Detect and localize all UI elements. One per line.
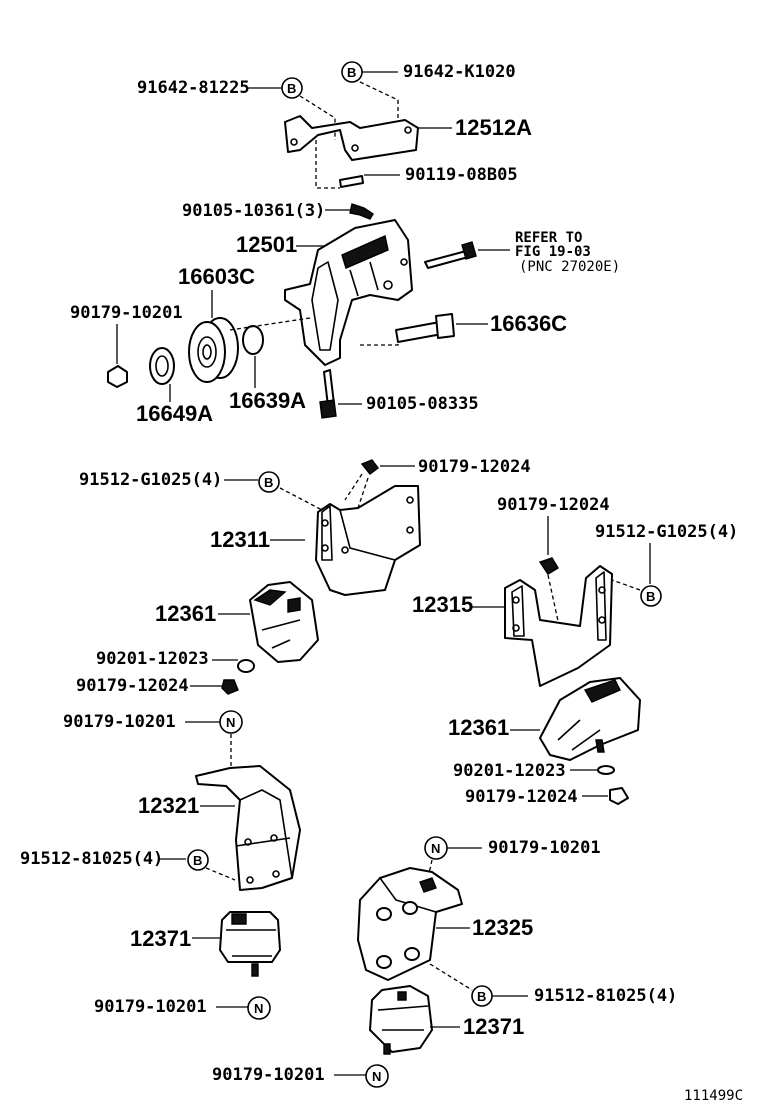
- spacer-16639A: [242, 325, 264, 355]
- nut-90179-10201-a: [107, 365, 128, 388]
- bracket-12311-group: 91512-G1025(4) B 90179-12024 12311: [79, 457, 531, 596]
- bracket-12512A-group: 91642-81225 B B 91642-K1020 12512A 90119…: [137, 61, 532, 189]
- bolt-b-symbol: [187, 849, 209, 871]
- bolt-b-symbol: [258, 471, 280, 493]
- insulator-12371-a: [219, 911, 281, 963]
- svg-text:B: B: [264, 475, 273, 490]
- label-12311: 12311: [210, 527, 270, 552]
- bolt-90119: [339, 175, 364, 188]
- bracket-12501: [284, 219, 413, 366]
- label-90179-10201-e: 90179-10201: [212, 1065, 325, 1085]
- svg-text:B: B: [477, 989, 486, 1004]
- refer-line-2: FIG 19-03: [515, 244, 591, 260]
- nut-90179-12024-c: [221, 679, 239, 695]
- label-90119-08B05: 90119-08B05: [405, 165, 518, 185]
- label-12361-a: 12361: [155, 601, 216, 626]
- insulator-12361-a: [249, 581, 319, 663]
- label-90179-12024-c: 90179-12024: [76, 676, 189, 696]
- label-90179-10201-b: 90179-10201: [63, 712, 176, 732]
- bracket-12512A: [284, 115, 419, 161]
- label-12501: 12501: [236, 232, 297, 257]
- bolt-90105-10361: [349, 203, 374, 220]
- label-91642-K1020: 91642-K1020: [403, 62, 516, 82]
- svg-text:N: N: [431, 841, 440, 856]
- label-12315: 12315: [412, 592, 473, 617]
- label-90179-10201-d: 90179-10201: [488, 838, 601, 858]
- nut-90179-12024-a: [360, 459, 379, 475]
- svg-text:B: B: [347, 65, 356, 80]
- refer-line-1: REFER TO: [515, 230, 582, 246]
- label-91512-81025-b: 91512-81025(4): [534, 986, 677, 1006]
- bolt-16636C: [395, 321, 443, 343]
- label-90105-10361: 90105-10361(3): [182, 201, 325, 221]
- label-90179-10201-c: 90179-10201: [94, 997, 207, 1017]
- svg-text:N: N: [372, 1069, 381, 1084]
- nut-n-symbol: [247, 996, 271, 1020]
- insulator-12371-a-group: 12371 90179-10201 N: [94, 911, 281, 1020]
- label-91512-81025-a: 91512-81025(4): [20, 849, 163, 869]
- bracket-12325-group: N 90179-10201 12325 B 91512-81025(4): [357, 836, 677, 1007]
- washer-90201-12023-a: [237, 659, 255, 673]
- label-16636C: 16636C: [490, 311, 567, 336]
- label-90201-12023-b: 90201-12023: [453, 761, 566, 781]
- bracket-12325: [357, 867, 463, 981]
- label-16649A: 16649A: [136, 401, 213, 426]
- bolt-b-symbol: [640, 585, 662, 607]
- label-12325: 12325: [472, 915, 533, 940]
- svg-text:N: N: [226, 715, 235, 730]
- svg-text:B: B: [287, 81, 296, 96]
- label-90105-08335: 90105-08335: [366, 394, 479, 414]
- label-91512-G1025-a: 91512-G1025(4): [79, 470, 222, 490]
- nut-n-symbol: [219, 710, 243, 734]
- insulator-12371-b: [369, 985, 433, 1053]
- label-12371-b: 12371: [463, 1014, 524, 1039]
- label-12512A: 12512A: [455, 115, 532, 140]
- bracket-12315-group: 90179-12024 91512-G1025(4) B 12315: [412, 495, 738, 687]
- bolt-b-symbol: [281, 77, 303, 99]
- figure-code: 111499C: [684, 1088, 743, 1104]
- refer-line-3: (PNC 27020E): [519, 259, 620, 275]
- label-12361-b: 12361: [448, 715, 509, 740]
- pulley-group: 16603C 16639A 16649A 90179-10201: [70, 264, 311, 426]
- label-91642-81225: 91642-81225: [137, 78, 250, 98]
- insulator-12361-a-group: 12361 90201-12023 90179-12024: [76, 581, 319, 696]
- bracket-12321-group: 90179-10201 N 12321 91512-81025(4) B: [20, 710, 301, 891]
- cover-16649A: [149, 347, 175, 385]
- svg-text:B: B: [646, 589, 655, 604]
- label-16603C: 16603C: [178, 264, 255, 289]
- insulator-12361-b: [539, 677, 641, 761]
- bracket-12315: [504, 565, 613, 687]
- insulator-12371-b-group: 12371 90179-10201 N: [212, 985, 524, 1088]
- label-90179-12024-a: 90179-12024: [418, 457, 531, 477]
- nut-90179-12024-b: [538, 557, 559, 575]
- label-12321: 12321: [138, 793, 199, 818]
- label-90179-12024-d: 90179-12024: [465, 787, 578, 807]
- label-12371-a: 12371: [130, 926, 191, 951]
- nut-n-symbol: [365, 1064, 389, 1088]
- label-91512-G1025-b: 91512-G1025(4): [595, 522, 738, 542]
- nut-90179-12024-d: [609, 787, 629, 805]
- label-16639A: 16639A: [229, 388, 306, 413]
- label-90201-12023-a: 90201-12023: [96, 649, 209, 669]
- label-90179-10201-a: 90179-10201: [70, 303, 183, 323]
- insulator-12361-b-group: 12361 90201-12023 90179-12024: [448, 677, 641, 807]
- label-90179-12024-b: 90179-12024: [497, 495, 610, 515]
- washer-90201-12023-b: [597, 765, 615, 775]
- svg-text:N: N: [254, 1001, 263, 1016]
- alternator-bracket-group: 90105-10361(3) 12501 REFER TO FIG 19-03 …: [182, 201, 620, 419]
- svg-text:B: B: [193, 853, 202, 868]
